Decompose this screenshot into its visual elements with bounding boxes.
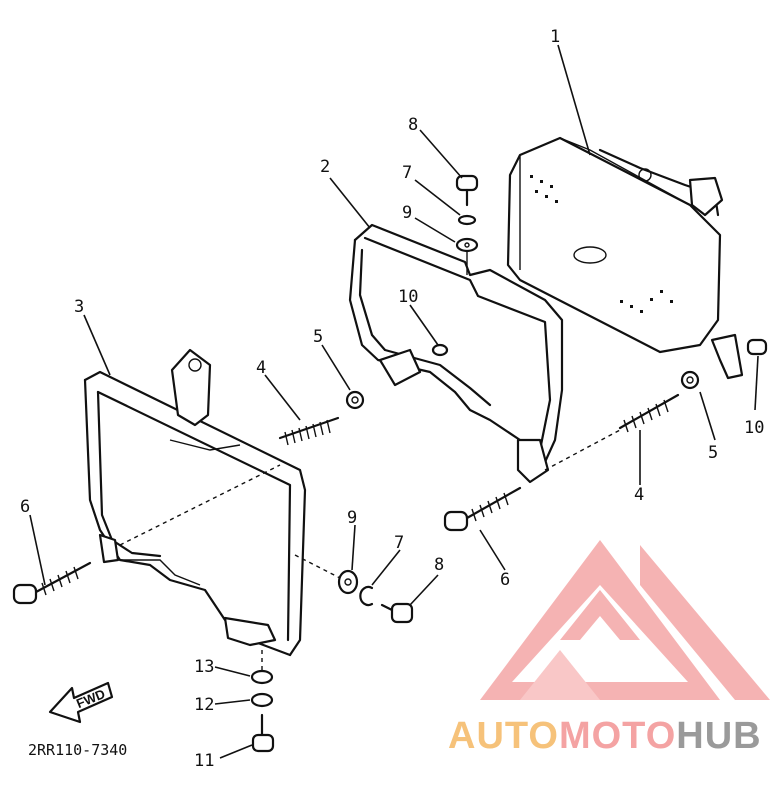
- callout-6-right: 6: [500, 570, 510, 590]
- leader-lines: [29, 44, 759, 759]
- callout-12: 12: [194, 695, 214, 715]
- watermark-moto: MOTO: [559, 715, 676, 757]
- watermark-logo: [480, 540, 770, 700]
- nut-left: [345, 390, 365, 410]
- drawing-code: 2RR110-7340: [28, 741, 127, 759]
- watermark-text: AUTOMOTOHUB: [448, 715, 762, 757]
- callout-5-left: 5: [313, 327, 323, 347]
- bracket-inner: [348, 223, 564, 484]
- svg-text:AUTOMOTOHUB: AUTOMOTOHUB: [448, 715, 762, 757]
- callout-11: 11: [194, 751, 214, 771]
- grommet-right: [746, 338, 768, 356]
- callout-2: 2: [320, 157, 330, 177]
- callout-13: 13: [194, 657, 214, 677]
- callout-10-upper: 10: [398, 287, 418, 307]
- callout-3: 3: [74, 297, 84, 317]
- callout-1: 1: [550, 27, 560, 47]
- callout-9-lower: 9: [347, 508, 357, 528]
- callout-8-upper: 8: [408, 115, 418, 135]
- callout-4-right: 4: [634, 485, 644, 505]
- callout-4-left: 4: [256, 358, 266, 378]
- adjuster-spring-right: [618, 393, 680, 433]
- callout-8-lower: 8: [434, 555, 444, 575]
- callout-10-right: 10: [744, 418, 764, 438]
- bolt-lower: [337, 569, 414, 624]
- callout-6-left: 6: [20, 497, 30, 517]
- adjuster-spring-left: [278, 416, 340, 446]
- bolt-upper: [455, 174, 479, 275]
- fwd-arrow-icon: FWD: [48, 681, 114, 724]
- watermark-hub: HUB: [676, 715, 761, 757]
- nut-right: [680, 370, 700, 390]
- callout-numbers: 1 2 3 4 4 5 5 6 6 7 7 8 8 9 9 10 10 11 1…: [20, 27, 764, 771]
- watermark-auto: AUTO: [448, 715, 559, 757]
- grommet-upper: [431, 343, 449, 357]
- callout-9-upper: 9: [402, 203, 412, 223]
- rim-outer: [83, 348, 307, 657]
- callout-7-upper: 7: [402, 163, 412, 183]
- callout-5-right: 5: [708, 443, 718, 463]
- adjuster-screw-right: [443, 486, 522, 532]
- headlight-unit: [506, 136, 744, 380]
- callout-7-lower: 7: [394, 533, 404, 553]
- bolt-bottom: [250, 669, 275, 753]
- adjuster-screw-left: [12, 561, 92, 605]
